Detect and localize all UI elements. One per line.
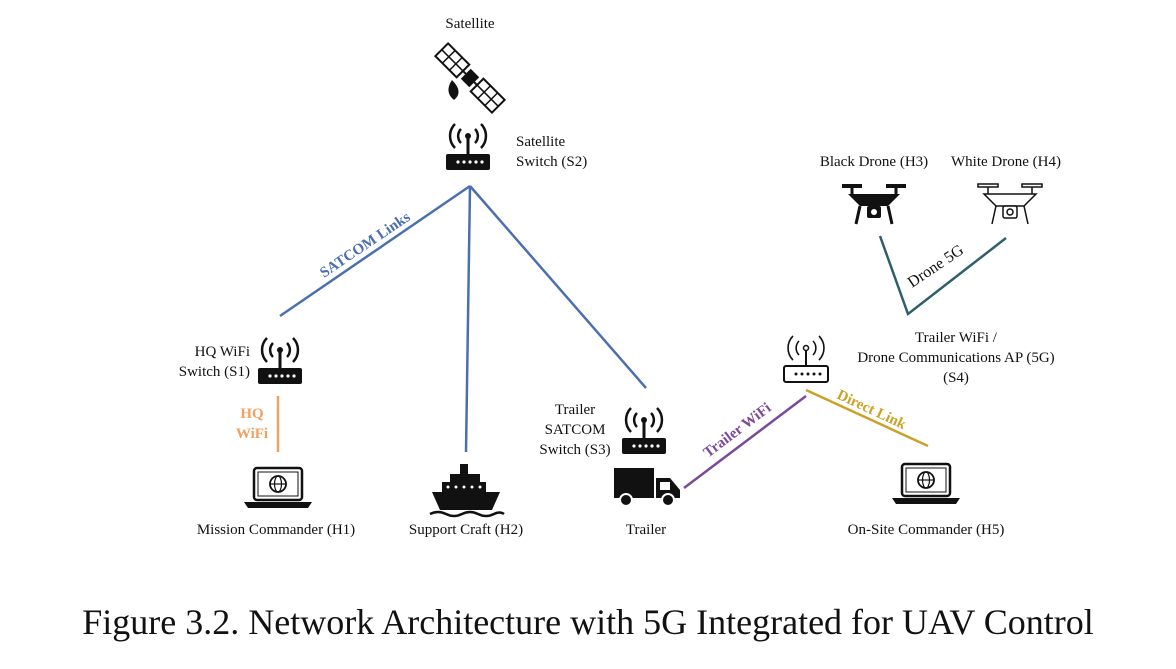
trailer-wifi-link	[683, 395, 807, 489]
trailer-wifi-label: Trailer WiFi	[701, 400, 775, 461]
satcom-link-hq	[279, 184, 471, 318]
satellite-switch-label: Satellite Switch (S2)	[516, 134, 588, 170]
onsite-commander-label: On-Site Commander (H5)	[847, 522, 1005, 538]
hq-switch-icon	[256, 336, 304, 386]
black-drone-label: Black Drone (H3)	[819, 154, 929, 170]
satcom-link-support-craft	[464, 185, 472, 453]
trailer-switch-label: Trailer SATCOM Switch (S3)	[539, 402, 611, 458]
figure-caption: Figure 3.2. Network Architecture with 5G…	[82, 602, 1094, 642]
satellite-label: Satellite	[445, 16, 495, 32]
white-drone-icon	[977, 183, 1043, 225]
drone-5g-label: Drone 5G	[905, 241, 968, 291]
hq-switch-label: HQ WiFi Switch (S1)	[178, 344, 250, 380]
black-drone-icon	[842, 184, 906, 225]
mission-commander-label: Mission Commander (H1)	[196, 522, 356, 538]
direct-link-label: Direct Link	[834, 387, 909, 433]
drone-5g-link	[878, 235, 1007, 317]
satellite-switch-icon	[444, 122, 492, 172]
trailer-ap-label: Trailer WiFi / Drone Communications AP (…	[857, 330, 1055, 386]
trailer-switch-icon	[620, 406, 668, 456]
ship-icon	[429, 464, 505, 518]
onsite-commander-laptop-icon	[890, 462, 962, 506]
satellite-icon	[433, 41, 507, 115]
hq-wifi-label-line2: WiFi	[236, 426, 268, 442]
support-craft-label: Support Craft (H2)	[408, 522, 524, 538]
hq-wifi-label-line1: HQ	[240, 406, 264, 422]
trailer-label: Trailer	[625, 522, 667, 538]
satcom-links-label: SATCOM Links	[317, 209, 413, 281]
satcom-links	[279, 184, 647, 453]
trailer-ap-icon	[783, 335, 829, 383]
satcom-link-trailer	[469, 185, 647, 389]
truck-icon	[614, 468, 680, 507]
direct-link	[805, 388, 929, 448]
mission-commander-laptop-icon	[242, 466, 314, 510]
white-drone-label: White Drone (H4)	[951, 154, 1061, 170]
